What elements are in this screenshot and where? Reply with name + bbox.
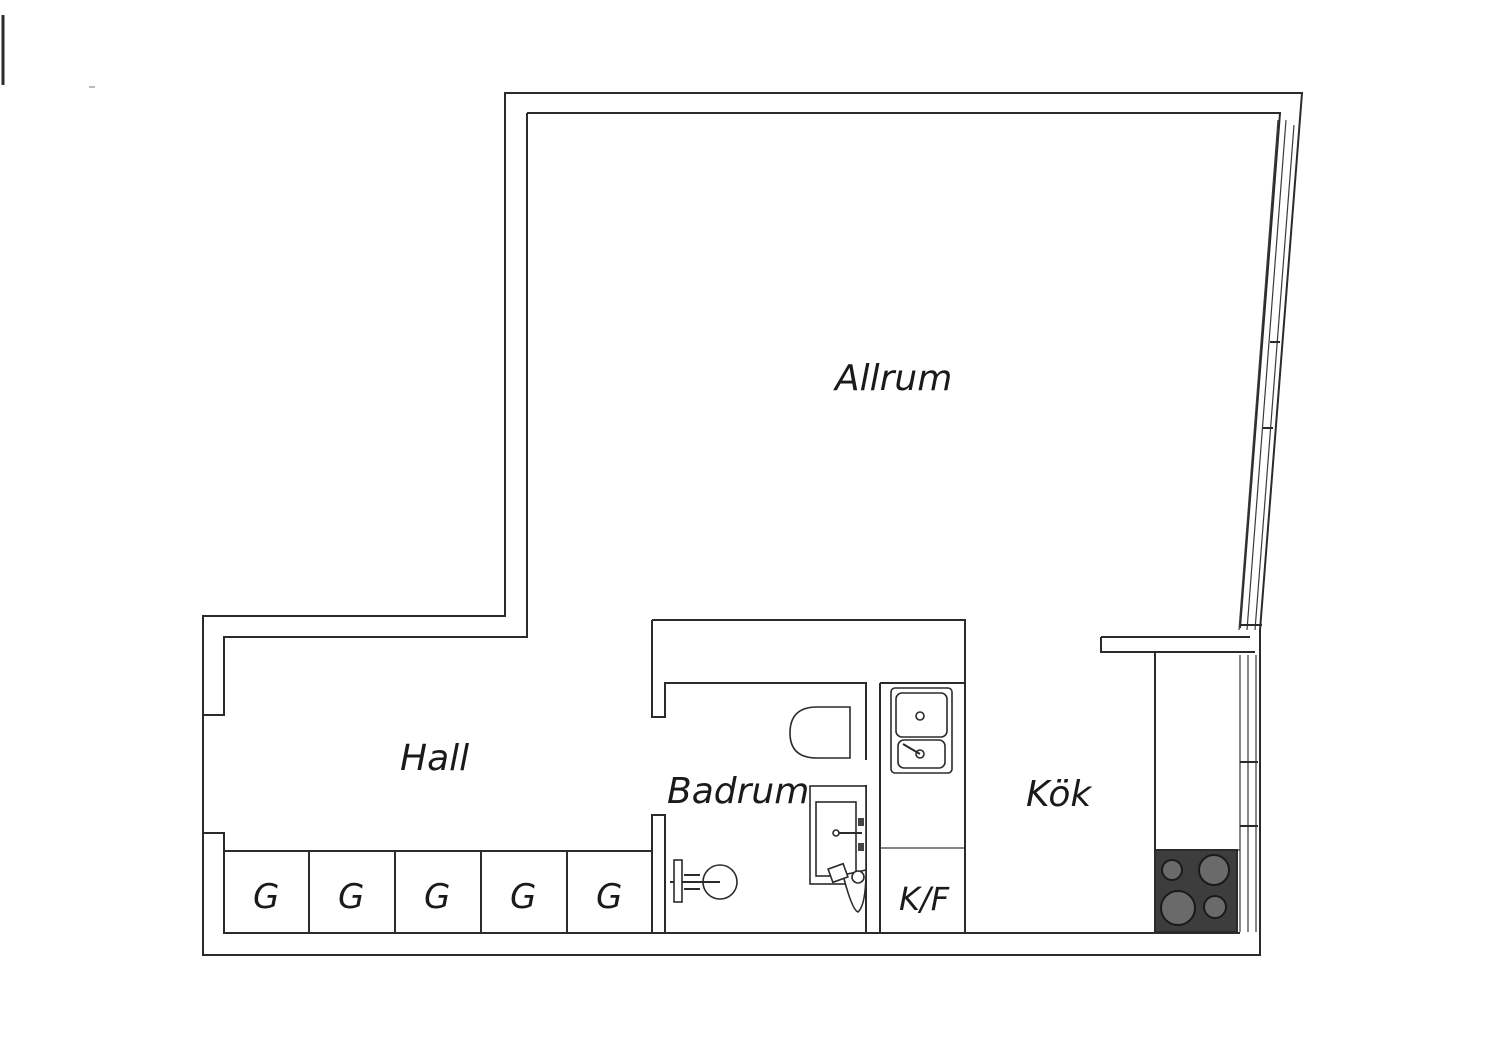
kitchen-sink-icon (890, 687, 953, 774)
room-label-hall: Hall (400, 738, 469, 779)
shower-head-icon (670, 859, 738, 903)
room-label-badrum: Badrum (667, 771, 809, 812)
wardrobe-row (223, 850, 653, 934)
stove-icon (1154, 849, 1238, 933)
wardrobe-label: G (424, 877, 450, 917)
kitchen-counter-left (879, 682, 966, 933)
inner-wall-allrum-left (203, 113, 528, 716)
inner-wall-hall-left (203, 832, 225, 933)
outer-wall (202, 92, 1304, 956)
wardrobe-label: G (338, 877, 364, 917)
label-kf: K/F (899, 880, 950, 918)
inner-wall-allrum (527, 112, 1282, 629)
room-label-kok: Kök (1026, 774, 1093, 815)
bathroom-wall (651, 619, 966, 760)
wardrobe-label: G (253, 877, 279, 917)
room-label-allrum: Allrum (833, 358, 952, 399)
shower-icon (789, 706, 851, 759)
wardrobe-label: G (510, 877, 536, 917)
window-lower (1239, 655, 1258, 932)
window-upper (1238, 119, 1295, 631)
kitchen-wall-stub (1100, 636, 1255, 653)
wardrobe-label: G (596, 877, 622, 917)
toilet-icon (827, 862, 867, 913)
